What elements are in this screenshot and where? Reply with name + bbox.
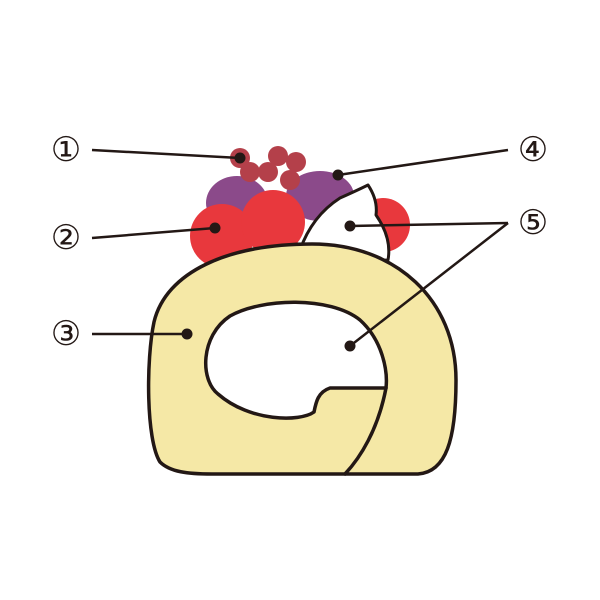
leader-line-4 [337,148,509,177]
callout-labels: ① ② ③ ④ ⑤ [51,130,548,354]
callout-2: ② [51,218,81,258]
leader-line-5b [349,222,509,347]
callout-4: ④ [518,130,548,170]
cream-filling [203,300,389,420]
leader-dot-5a [344,220,356,232]
leader-line-2 [91,226,216,240]
leader-dot-5b [344,340,356,352]
strawberry-middle [241,190,305,254]
leader-dot-1 [234,152,246,164]
callout-5: ⑤ [518,203,548,243]
leader-lines [91,148,509,352]
leader-dot-4 [332,169,344,181]
callout-1: ① [51,130,81,170]
leader-dot-2 [209,222,221,234]
sponge-roll [146,242,458,476]
leader-line-1 [91,148,241,160]
callout-3: ③ [51,314,81,354]
leader-line-5a [349,221,509,228]
leader-dot-3 [181,328,193,340]
roll-spiral-line [343,386,388,476]
